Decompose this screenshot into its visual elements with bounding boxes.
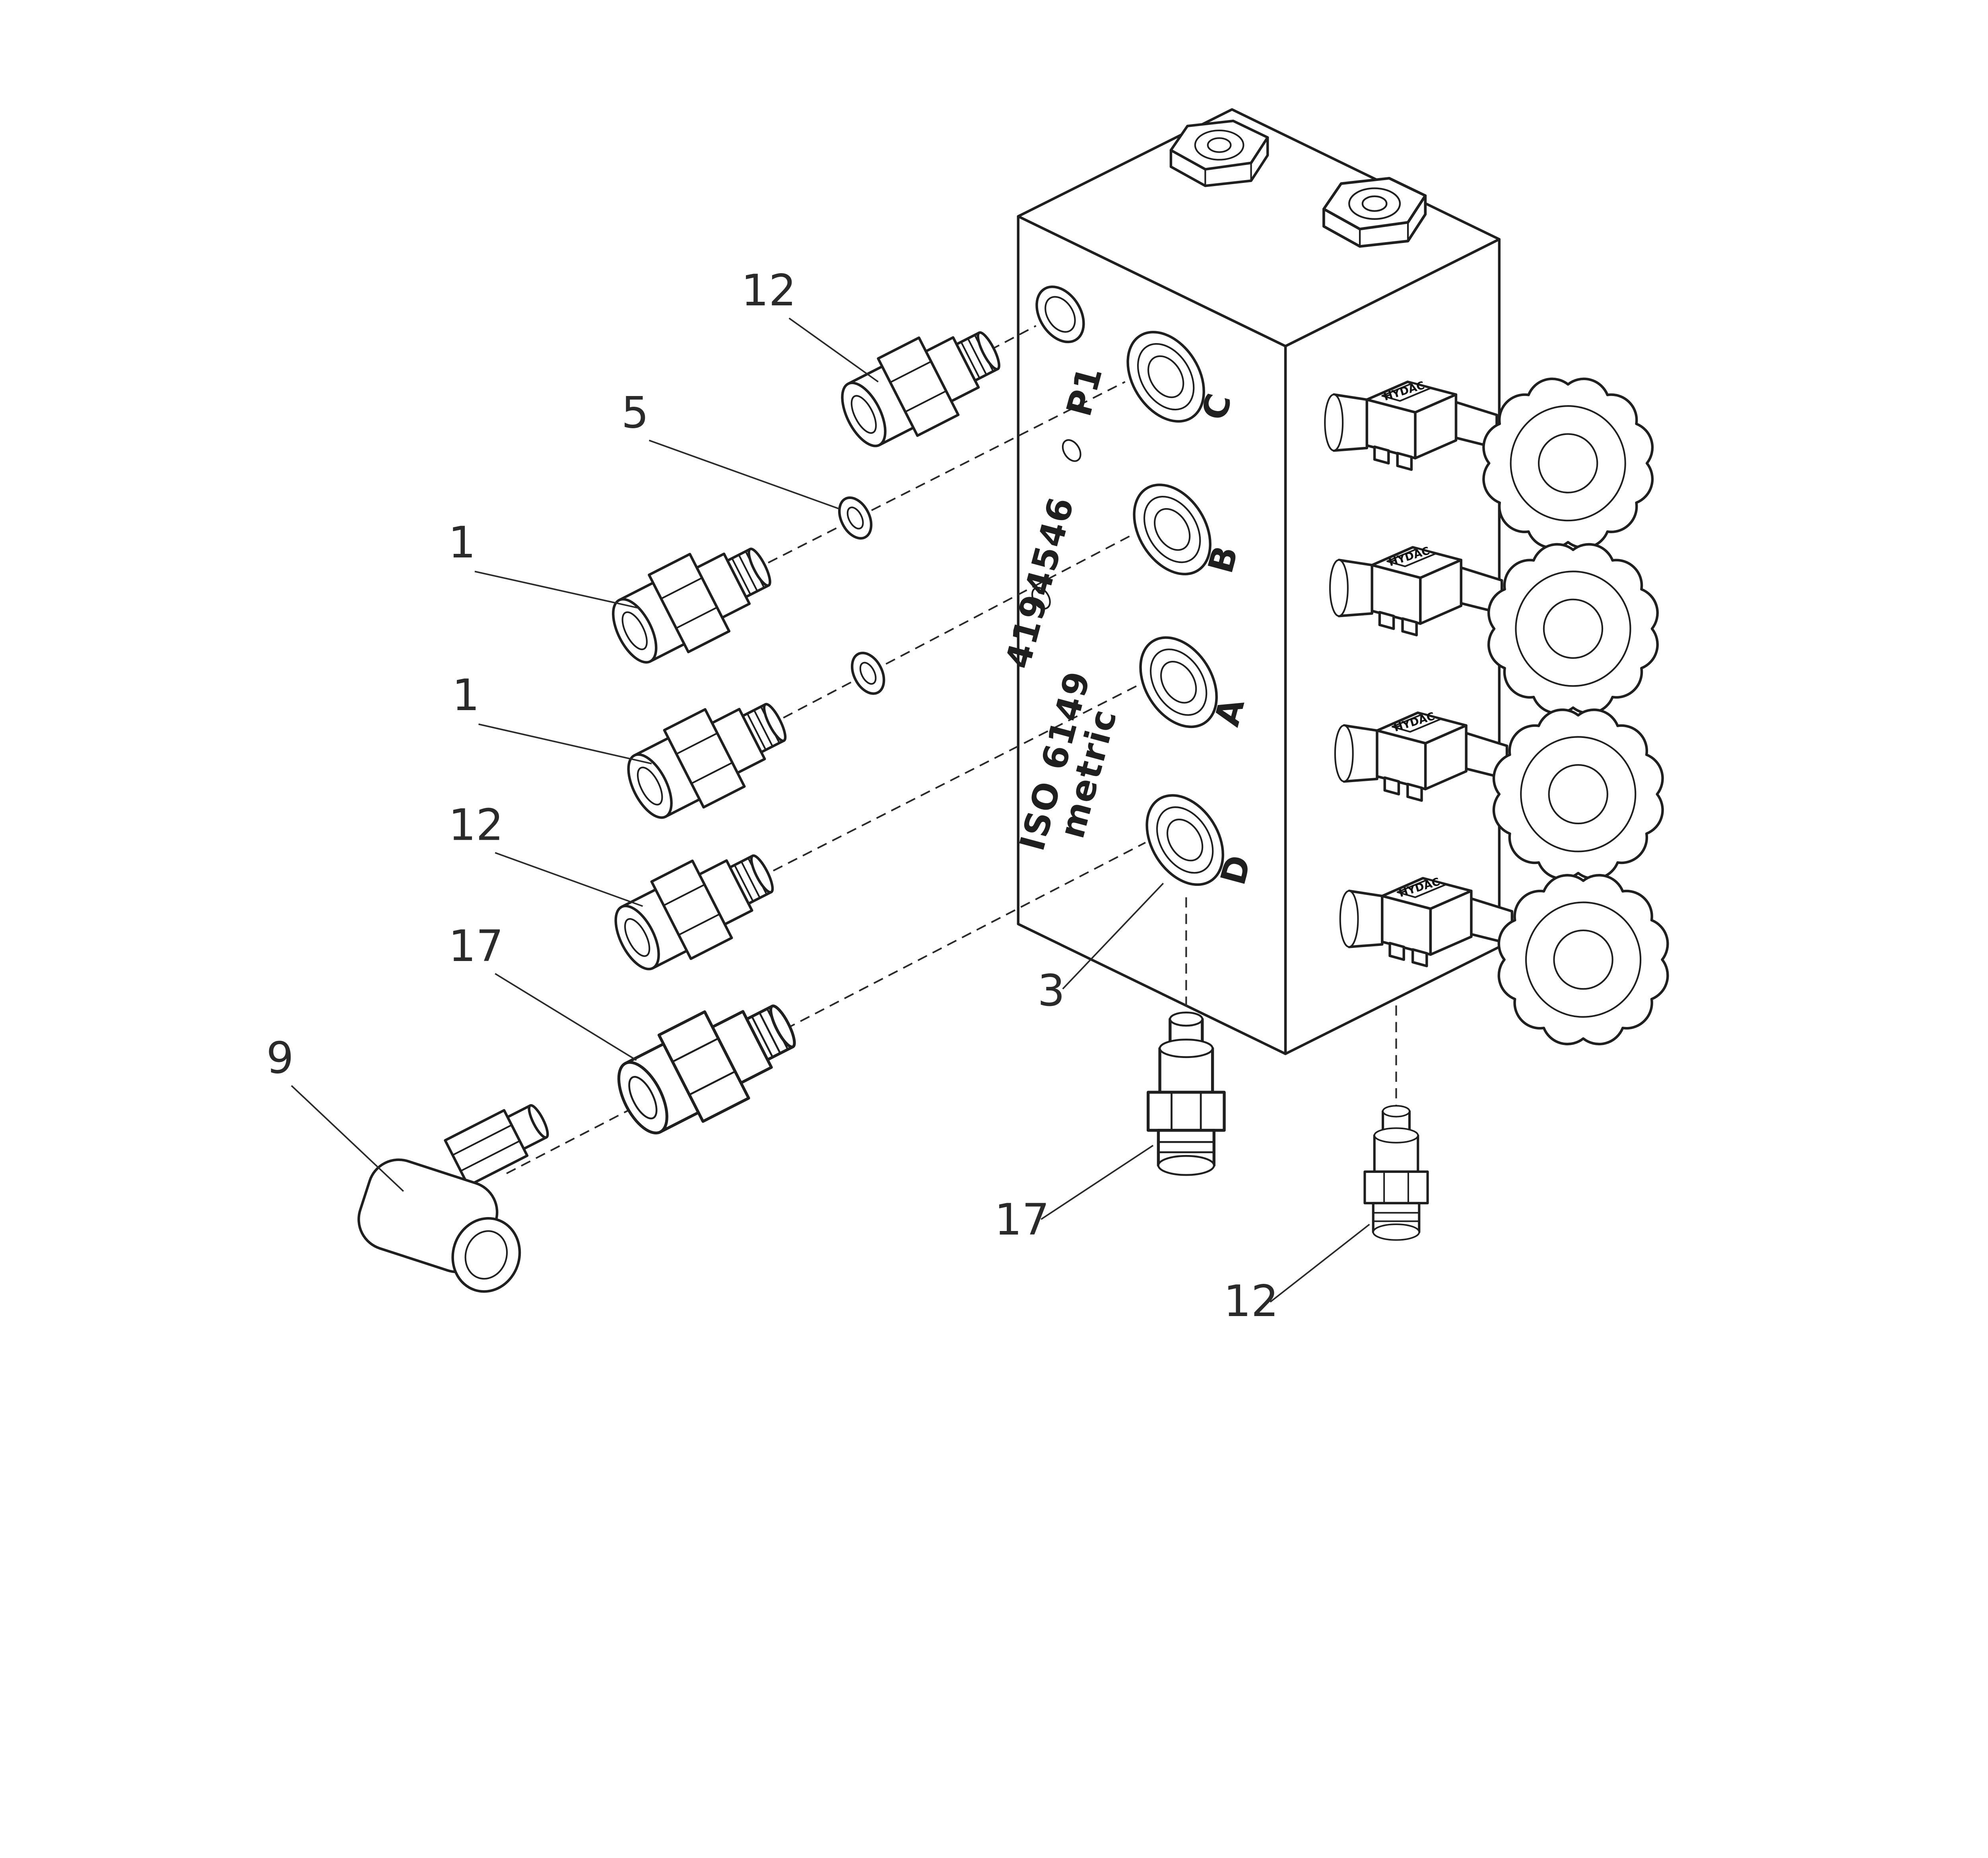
axis-c [753, 381, 1126, 571]
elbow-fitting [357, 1104, 549, 1293]
leader-line [478, 723, 652, 765]
straight-fitting-a [603, 833, 786, 984]
exploded-parts-diagram: P1 C B A D 4194546 ISO 6149 metric HYDAC… [266, 108, 1669, 1326]
callout-3: 3 [1037, 965, 1065, 1016]
port-d [1145, 794, 1224, 886]
port-b [1133, 483, 1211, 576]
callout-labels: 12 5 1 1 12 17 9 3 17 12 [266, 265, 1279, 1326]
callout-1-a: 1 [448, 517, 476, 568]
callout-9: 9 [266, 1033, 294, 1083]
hex-plug-2 [1324, 178, 1425, 246]
port-p1 [1035, 285, 1085, 344]
leader-line [474, 571, 641, 609]
callout-17-bottom: 17 [994, 1194, 1049, 1245]
callout-1-b: 1 [452, 670, 480, 720]
bolt-hole-2 [1031, 586, 1051, 610]
leader-line [291, 1085, 404, 1192]
straight-fitting-b [615, 681, 799, 832]
callout-leaders [291, 317, 1370, 1303]
assembly-axes [506, 325, 1397, 1175]
callout-17-left: 17 [448, 921, 503, 971]
leader-line [495, 852, 643, 907]
axis-a [758, 684, 1140, 879]
callout-5: 5 [621, 388, 649, 438]
leader-line [788, 317, 879, 382]
port-a [1139, 636, 1218, 728]
callout-12-mid: 12 [448, 800, 503, 850]
straight-fitting-c [600, 526, 784, 677]
leader-line [1062, 883, 1164, 990]
leader-line [648, 439, 841, 510]
coupling-fitting-bottom [1148, 1012, 1224, 1175]
leader-line [1270, 1223, 1370, 1303]
exploded-parts-page: P1 C B A D 4194546 ISO 6149 metric HYDAC… [266, 108, 1669, 1326]
hex-plug-1 [1171, 121, 1268, 186]
port-c [1126, 331, 1205, 423]
axis-b [768, 534, 1133, 726]
bolt-hole-1 [1062, 439, 1081, 462]
axis-d [506, 842, 1146, 1175]
o-ring-2 [846, 648, 890, 699]
coupling-fitting-d [604, 980, 810, 1149]
callout-12-top: 12 [741, 265, 796, 316]
axis-p1 [990, 325, 1037, 351]
straight-fitting-p1 [829, 310, 1013, 460]
straight-fitting-bottom [1365, 1106, 1427, 1240]
callout-12-bottom: 12 [1223, 1276, 1278, 1326]
leader-line [1041, 1145, 1154, 1220]
o-ring-1 [833, 492, 878, 544]
leader-line [495, 973, 637, 1061]
